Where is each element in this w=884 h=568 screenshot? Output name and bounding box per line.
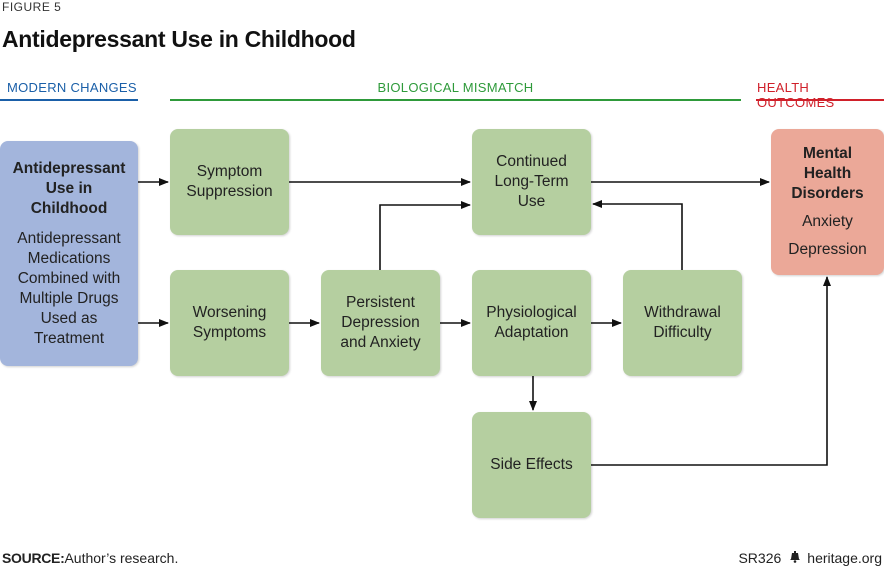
box-worsening-symptoms: Worsening Symptoms [170,270,289,376]
arrow-persistent-to-continued [379,201,471,270]
box-label-line: Withdrawal [644,304,721,321]
box-label-line: Difficulty [653,324,712,341]
box-label-line: Continued [496,153,567,170]
box-title-line: Mental [802,145,853,162]
source-label: SOURCE: [2,550,65,566]
box-title-line: Disorders [791,185,864,202]
box-item-anxiety: Anxiety [802,213,853,230]
footer-credit: SR326 heritage.org [738,550,882,566]
box-label-line: Symptom [196,163,263,180]
box-title-line: Antidepressant [12,159,126,177]
section-label-biological-mismatch: BIOLOGICAL MISMATCH [377,80,534,95]
box-label-line: and Anxiety [340,334,421,351]
box-antidepressant-use-in-childhood: Antidepressant Use in Childhood Antidepr… [0,141,138,366]
liberty-bell-icon [789,550,801,566]
box-symptom-suppression: Symptom Suppression [170,129,289,235]
box-body-line: Combined with [17,269,121,287]
arrow-side-effects-to-mental-health [591,276,831,466]
box-withdrawal-difficulty: Withdrawal Difficulty [623,270,742,376]
box-label-line: Side Effects [490,456,573,473]
box-label-line: Persistent [346,294,415,311]
box-label-line: Suppression [186,183,273,200]
box-label-line: Symptoms [192,324,267,341]
report-id: SR326 [738,550,782,566]
box-body-line: Used as [40,309,98,327]
box-title-line: Childhood [30,199,108,217]
source-text: Author’s research. [64,550,179,566]
box-label-line: Adaptation [494,324,569,341]
section-rule-biological-mismatch [170,99,741,101]
box-title-line: Use in [45,179,93,197]
section-label-health-outcomes: HEALTH OUTCOMES [757,80,835,110]
section-rule-modern-changes [0,99,138,101]
arrow-withdrawal-to-continued [592,200,683,270]
box-item-depression: Depression [788,241,867,258]
box-label-line: Depression [341,314,420,331]
box-physiological-adaptation: Physiological Adaptation [472,270,591,376]
figure-title: Antidepressant Use in Childhood [2,26,356,52]
figure-label: FIGURE 5 [2,0,62,14]
box-body-line: Antidepressant [17,229,121,247]
box-persistent-depression-anxiety: Persistent Depression and Anxiety [321,270,440,376]
box-title-line: Health [803,165,852,182]
box-label-line: Long-Term [494,173,569,190]
site-link[interactable]: heritage.org [807,550,882,566]
box-label-line: Use [517,193,546,210]
footer-source: SOURCE:Author’s research. [2,550,178,566]
box-label-line: Worsening [192,304,267,321]
box-body-line: Treatment [33,329,105,347]
box-body-line: Medications [27,249,111,267]
box-mental-health-disorders: Mental Health Disorders Anxiety Depressi… [771,129,884,275]
box-side-effects: Side Effects [472,412,591,518]
box-label-line: Physiological [486,304,577,321]
section-label-modern-changes: MODERN CHANGES [7,80,137,95]
box-continued-long-term-use: Continued Long-Term Use [472,129,591,235]
section-rule-health-outcomes [756,99,884,101]
box-body-line: Multiple Drugs [19,289,119,307]
